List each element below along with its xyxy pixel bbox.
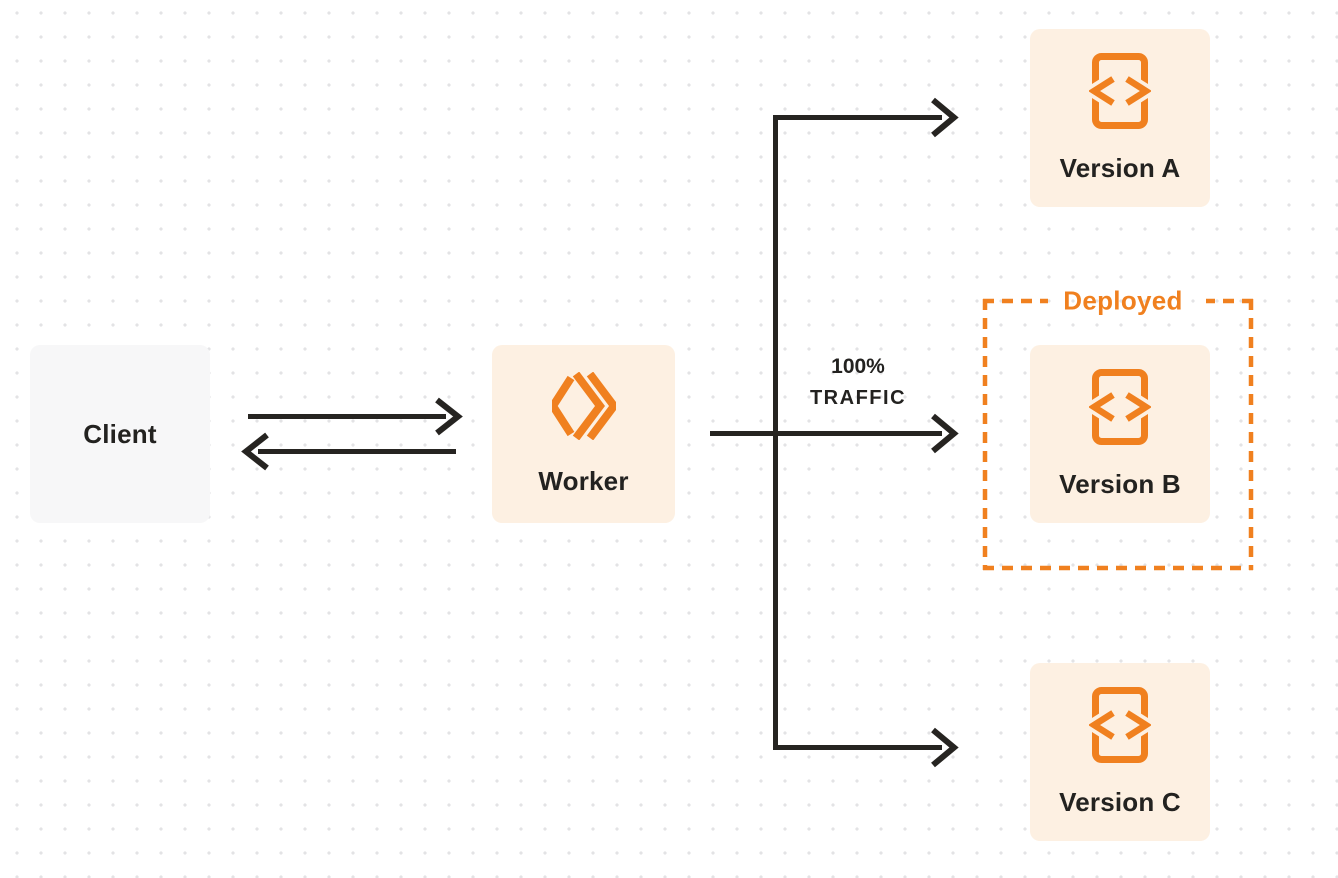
branch-version-b <box>710 413 959 454</box>
version-a-node: Version A <box>1030 29 1210 207</box>
worker-label: Worker <box>538 465 629 496</box>
version-a-label: Version A <box>1059 152 1181 183</box>
arrowhead-right-icon <box>435 397 463 436</box>
deployed-badge: Deployed <box>1063 285 1183 316</box>
branch-version-c <box>773 433 959 768</box>
traffic-word-text: TRAFFIC <box>809 387 907 409</box>
code-document-icon <box>1089 52 1151 129</box>
deployed-dashed-border <box>982 298 1254 571</box>
request-arrow <box>248 397 463 436</box>
version-b-node: Version B <box>1030 345 1210 523</box>
code-document-icon <box>1089 686 1151 763</box>
arrowhead-right-icon <box>931 97 959 138</box>
cloudflare-workers-icon <box>551 371 616 440</box>
version-c-label: Version C <box>1059 786 1181 817</box>
branch-version-a <box>773 97 959 434</box>
client-node: Client <box>30 345 210 523</box>
version-b-label: Version B <box>1059 468 1181 499</box>
arrowhead-right-icon <box>931 413 959 454</box>
traffic-annotation: 100% TRAFFIC <box>788 352 928 414</box>
traffic-percent-text: 100% <box>831 355 885 378</box>
client-label: Client <box>83 418 157 449</box>
code-document-icon <box>1089 368 1151 445</box>
worker-node: Worker <box>492 345 675 523</box>
arrowhead-left-icon <box>241 432 269 471</box>
arrowhead-right-icon <box>931 727 959 768</box>
version-c-node: Version C <box>1030 663 1210 841</box>
response-arrow <box>241 432 456 471</box>
